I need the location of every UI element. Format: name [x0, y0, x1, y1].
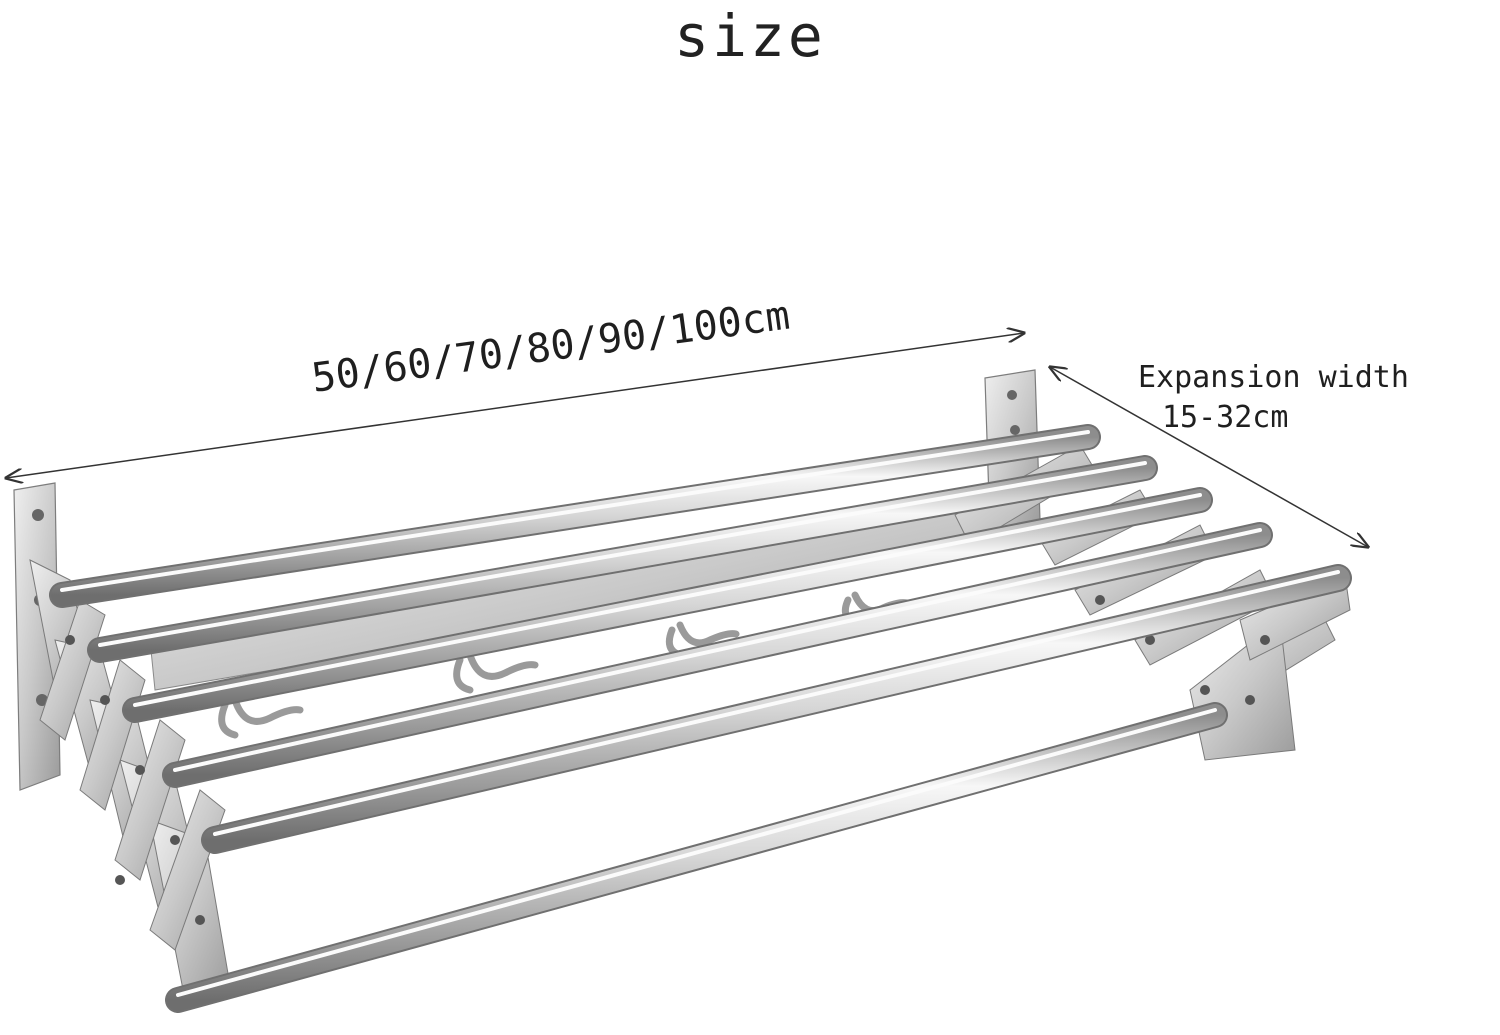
- expansion-width-label: Expansion width: [1138, 360, 1409, 395]
- rod: [165, 702, 1228, 1013]
- rod: [162, 522, 1273, 788]
- rod: [122, 487, 1213, 723]
- wall-bar: [149, 504, 1006, 691]
- expansion-dimension-arrow: [1050, 367, 1368, 547]
- length-dimension-arrow: [6, 333, 1024, 478]
- rod: [201, 564, 1352, 854]
- rods: [49, 424, 1352, 1013]
- left-scissor-arms: [29, 559, 231, 1001]
- rod: [49, 424, 1101, 608]
- page-title: size: [674, 2, 826, 70]
- pivot-rivets: [65, 595, 1270, 925]
- expansion-width-value: 15-32cm: [1162, 400, 1289, 435]
- rod: [87, 455, 1158, 663]
